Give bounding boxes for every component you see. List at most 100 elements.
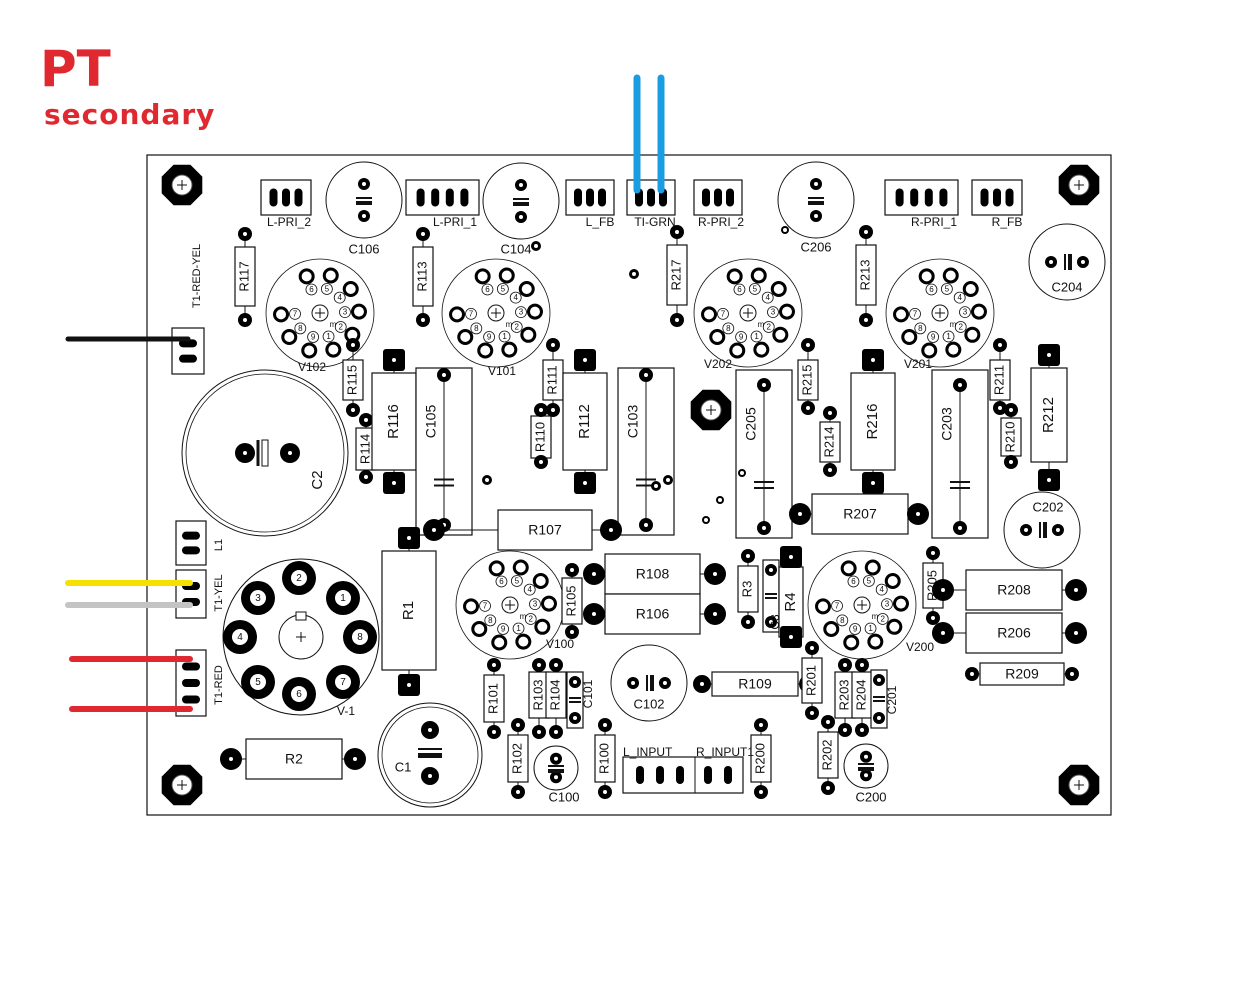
- label-l1: L1: [213, 539, 225, 551]
- tube-pin-number: 4: [337, 293, 342, 302]
- tube-pin-hole: [756, 344, 767, 355]
- tube-pin-number: 1: [326, 332, 331, 341]
- label-r209: R209: [1005, 666, 1039, 682]
- tube-pin-number: 2: [766, 323, 771, 332]
- label-c103: C103: [625, 405, 641, 439]
- pad-hole: [877, 678, 881, 682]
- header-t1-yel: [175, 569, 207, 619]
- label-r112: R112: [576, 404, 593, 439]
- resistor-r115: [342, 359, 364, 401]
- mounting-hole-mark: [1074, 780, 1084, 790]
- capacitor-plate: [356, 201, 372, 205]
- capacitor-plate: [513, 202, 529, 206]
- resistor-r209: [979, 662, 1065, 686]
- pad-hole: [573, 716, 577, 720]
- capacitor-plate: [650, 675, 654, 691]
- resistor-r105: [561, 577, 583, 625]
- tube-pin-number: 1: [868, 624, 873, 633]
- tube-center-mark: [857, 600, 867, 610]
- pad-hole: [814, 182, 818, 187]
- pad-hole: [871, 358, 875, 362]
- pad-hole: [534, 244, 538, 248]
- header-pin: [647, 188, 655, 207]
- tube-pin-ring: [470, 322, 483, 335]
- tube-pin-ring: [334, 321, 347, 333]
- pad-hole: [1009, 460, 1013, 464]
- tube-pin-ring: [498, 330, 511, 343]
- pad-hole: [871, 481, 875, 485]
- tube-pin-number: 3: [533, 600, 538, 609]
- pad-hole: [826, 786, 830, 790]
- tube-pin-hole: [826, 624, 837, 635]
- header-pin: [980, 188, 989, 207]
- pad-hole: [958, 526, 962, 530]
- label-r208: R208: [997, 582, 1031, 598]
- label-c1: C1: [395, 759, 412, 774]
- tube-pin-ring: [748, 283, 761, 295]
- tube-pin-number: 7: [835, 601, 840, 610]
- mounting-hole-mark: [177, 780, 187, 790]
- tube-pin-ring: [735, 331, 748, 343]
- label-r100: R100: [596, 743, 611, 774]
- tube-pin-number: 1: [754, 332, 759, 341]
- pad-hole: [675, 230, 679, 234]
- tube-center-mark: [315, 308, 325, 318]
- pad-hole: [288, 451, 292, 455]
- label-r1: R1: [400, 601, 417, 620]
- tube-pin-ring: [339, 306, 351, 319]
- capacitor-plate: [1068, 254, 1072, 270]
- octal-pin-number: 3: [255, 593, 261, 604]
- header-pin: [460, 188, 469, 207]
- tube-pin-hole: [973, 306, 984, 317]
- tube-pin-hole: [753, 270, 764, 281]
- pad-hole: [539, 408, 543, 412]
- tube-pin-hole: [466, 601, 477, 612]
- pad-hole: [1074, 631, 1078, 635]
- label-r114: R114: [357, 434, 372, 464]
- capacitor-plate: [808, 201, 824, 205]
- resistor-r109: [711, 671, 799, 697]
- header-pin: [282, 188, 290, 207]
- tube-pin-number: 2: [514, 323, 519, 332]
- label-c201: C201: [885, 685, 899, 714]
- label-r104: R104: [547, 679, 562, 710]
- pad-hole: [998, 406, 1002, 410]
- label-r117: R117: [236, 261, 251, 291]
- mounting-hole-mark: [177, 180, 187, 190]
- octal-pin-hole: [291, 570, 307, 586]
- tube-pin-hole: [452, 309, 463, 320]
- label-r_pri_1: R-PRI_1: [911, 215, 957, 229]
- header-pin: [416, 188, 425, 207]
- resistor-r2: [245, 738, 343, 780]
- header-pin: [294, 188, 303, 207]
- pad-hole: [970, 672, 974, 676]
- pad-hole: [551, 343, 555, 347]
- label-c101: C101: [581, 679, 595, 708]
- label-r111: R111: [544, 365, 559, 394]
- label-t1-red-yel: T1-RED-YEL: [191, 244, 203, 308]
- tube-pin-hole: [948, 344, 959, 355]
- tube-pin-hole: [529, 306, 540, 317]
- header-pin: [726, 188, 734, 207]
- tube-pin-hole: [904, 332, 915, 343]
- tube-pin-hole: [729, 271, 740, 282]
- tube-key-mark: m: [330, 320, 337, 329]
- resistor-r206: [965, 612, 1063, 654]
- header-pin: [924, 188, 933, 207]
- tube-pin-number: 8: [726, 324, 731, 333]
- tube-pin-number: 8: [918, 324, 923, 333]
- tube-pin-ring: [479, 599, 491, 612]
- resistor-r211: [989, 359, 1011, 401]
- tube-pin-ring: [925, 283, 938, 296]
- label-r115: R115: [344, 365, 359, 395]
- pad-hole: [442, 373, 446, 377]
- pad-hole: [941, 631, 945, 635]
- label-ti_grn: TI-GRN: [634, 215, 675, 229]
- pad-hole: [609, 528, 613, 532]
- tube-pin-number: 2: [880, 615, 885, 624]
- octal-pin-number: 6: [296, 689, 302, 700]
- tube-pin-hole: [889, 621, 900, 632]
- tube-pin-hole: [535, 575, 546, 586]
- tube-pin-ring: [836, 614, 849, 627]
